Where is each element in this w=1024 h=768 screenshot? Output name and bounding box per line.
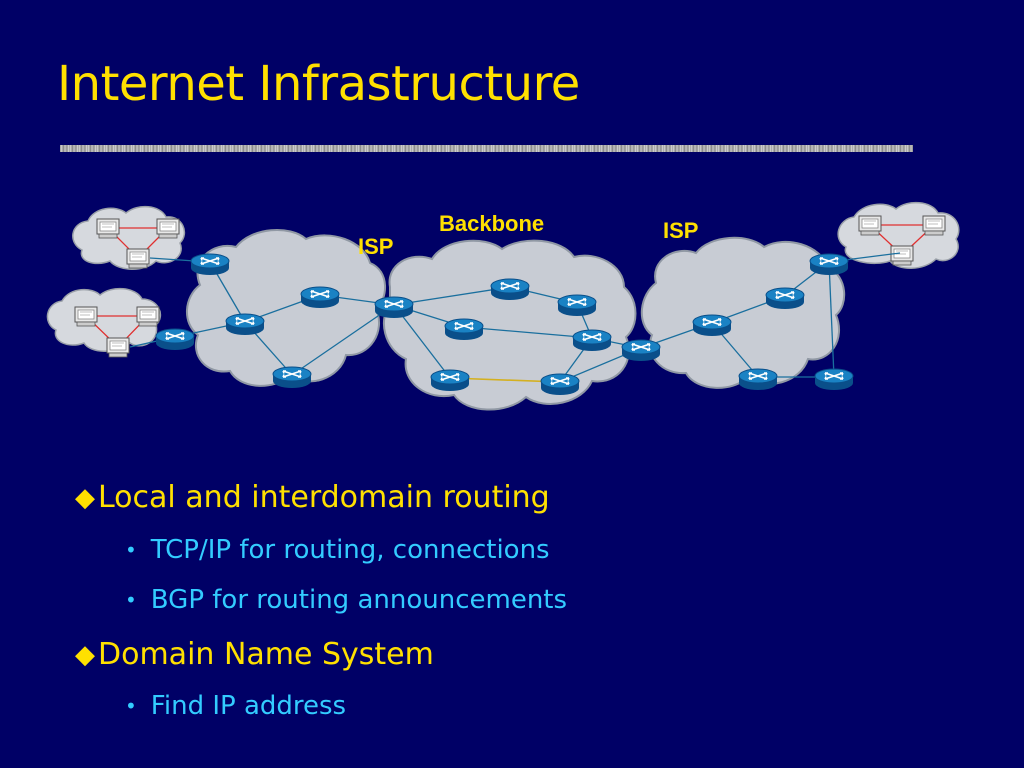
sub-bullet-tcpip: • TCP/IP for routing, connections [125,535,550,565]
diamond-bullet-icon: ◆ [75,639,95,670]
isp-cloud-right [640,236,846,389]
bullet-dns: ◆ Domain Name System [75,637,434,672]
sub-bullet-text: BGP for routing announcements [150,585,568,615]
bullet-routing: ◆ Local and interdomain routing [75,480,550,515]
isp-right-label: ISP [663,218,699,243]
sub-bullet-text: TCP/IP for routing, connections [150,535,550,565]
dot-bullet-icon: • [125,694,137,718]
network-diagram: ISP Backbone ISP [40,195,980,455]
dot-bullet-icon: • [125,588,137,612]
backbone-cloud [382,239,637,411]
backbone-label: Backbone [439,211,545,236]
sub-bullet-text: Find IP address [150,691,347,721]
client-cloud-bottom-left [46,287,162,358]
bullet-text: Local and interdomain routing [98,480,550,515]
dot-bullet-icon: • [125,538,137,562]
client-cloud-top-left [72,205,186,270]
title-divider [60,145,913,152]
bullet-text: Domain Name System [98,637,434,672]
slide-title: Internet Infrastructure [57,56,580,112]
isp-left-label: ISP [358,234,394,259]
sub-bullet-find-ip: • Find IP address [125,691,346,721]
diamond-bullet-icon: ◆ [75,482,95,513]
network-diagram-graphic [46,201,960,411]
client-cloud-right [837,201,960,269]
sub-bullet-bgp: • BGP for routing announcements [125,585,567,615]
